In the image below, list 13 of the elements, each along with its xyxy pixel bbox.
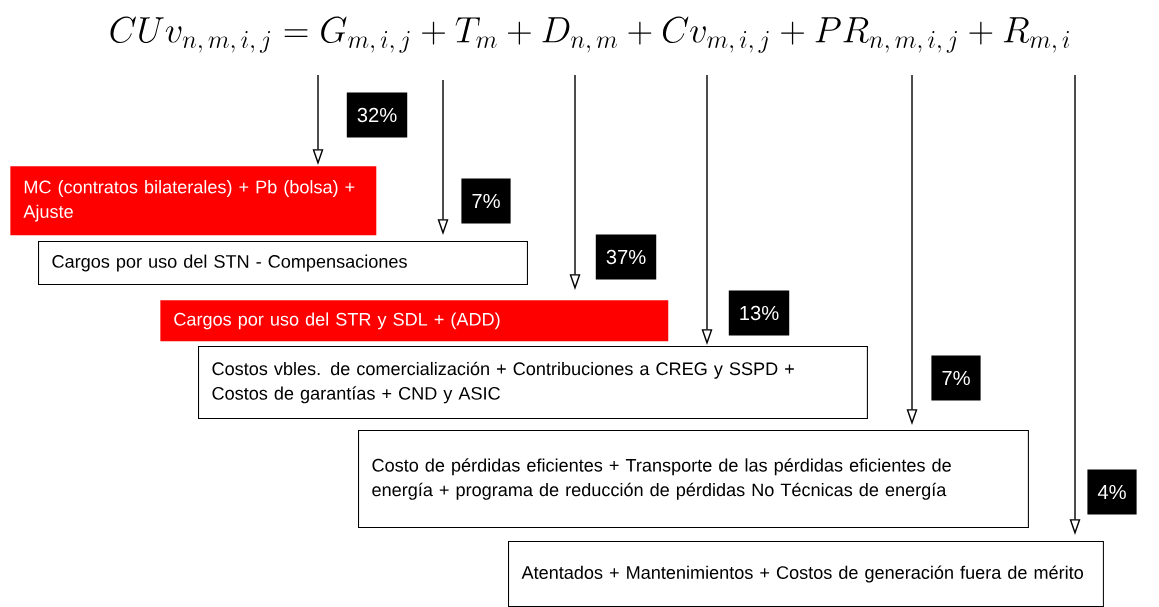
- text-box: Costos vbles. de comercialización + Contribuciones a CREG y SSPD + Costos de garantías + CND y ASIC: [198, 346, 868, 420]
- formula: $CUv_{n,\,m,\,i,\,j} = G_{m,\,i,\,j} + T_{m} + D_{n,\,m} + Cv_{m,\,i,\,j} + PR_{n,\,m,\,i,\,j} + R_{m,\,i}$: [110, 16, 1070, 53]
- percent-label: 7%: [931, 355, 981, 401]
- percent-label: 32%: [346, 92, 408, 138]
- percent-label: 7%: [461, 178, 511, 224]
- percent-label: 37%: [595, 234, 657, 280]
- percent-label: 13%: [728, 290, 790, 336]
- text-box: Costo de pérdidas eficientes + Transporte de las pérdidas eficientes de energía + programa de reducción de pérdidas No Técnicas de energía: [358, 430, 1029, 529]
- highlight-box: Cargos por uso del STR y SDL + (ADD): [160, 300, 669, 342]
- text-box: Cargos por uso del STN - Compensaciones: [38, 241, 528, 286]
- percent-label: 4%: [1087, 469, 1137, 515]
- highlight-box: MC (contratos bilaterales) + Pb (bolsa) + Ajuste: [10, 166, 377, 236]
- text-box: Atentados + Mantenimientos + Costos de generación fuera de mérito: [508, 541, 1104, 607]
